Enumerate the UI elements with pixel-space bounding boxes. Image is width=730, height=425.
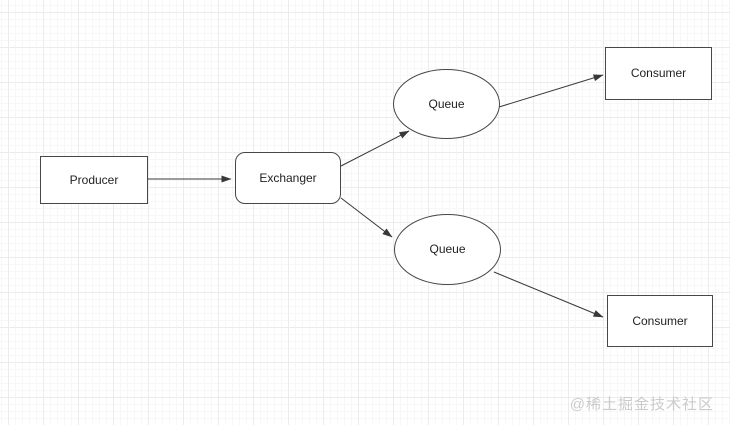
watermark-text: @稀土掘金技术社区 [569,396,714,413]
edge-exchanger-queue-top [340,130,410,167]
node-exchanger-label: Exchanger [259,170,317,185]
node-producer: Producer [40,156,148,204]
edge-queue-bottom-consumer-bottom [493,271,604,318]
node-exchanger: Exchanger [235,152,341,204]
node-queue-top: Queue [393,69,500,139]
node-consumer-bottom-label: Consumer [632,313,688,328]
node-queue-top-label: Queue [428,96,465,111]
node-consumer-bottom: Consumer [607,295,713,347]
node-queue-bottom: Queue [394,214,501,285]
edge-queue-top-consumer-top [498,74,604,108]
node-producer-label: Producer [69,172,119,187]
edge-exchanger-queue-bottom [340,197,393,238]
node-queue-bottom-label: Queue [429,242,466,257]
node-consumer-top-label: Consumer [630,66,687,81]
node-consumer-top: Consumer [605,47,712,100]
